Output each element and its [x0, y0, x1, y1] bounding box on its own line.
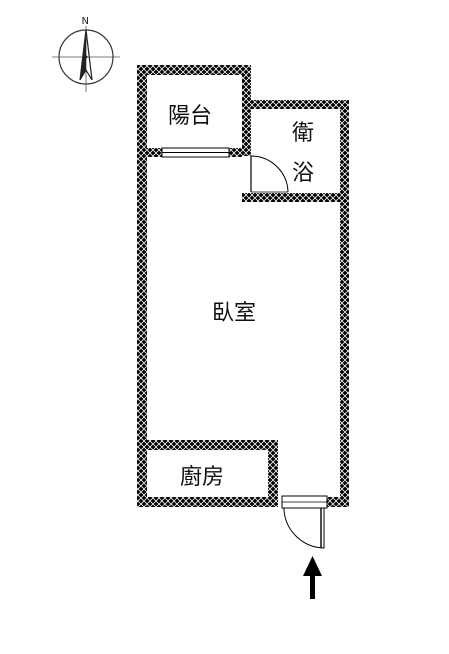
- compass-icon: N: [52, 16, 120, 92]
- kitchen-label: 廚房: [180, 465, 224, 490]
- balcony-window: [161, 147, 230, 158]
- walls: [137, 65, 349, 507]
- bathroom-door: [242, 155, 289, 193]
- entrance-door: [281, 495, 328, 549]
- balcony-label: 陽台: [168, 104, 212, 129]
- bathroom-label-line2: 浴: [292, 161, 314, 186]
- compass-north-label: N: [82, 16, 89, 27]
- bedroom-label: 臥室: [212, 301, 256, 326]
- bathroom-label-line1: 衛: [292, 121, 314, 146]
- entrance-arrow-icon: [303, 556, 322, 599]
